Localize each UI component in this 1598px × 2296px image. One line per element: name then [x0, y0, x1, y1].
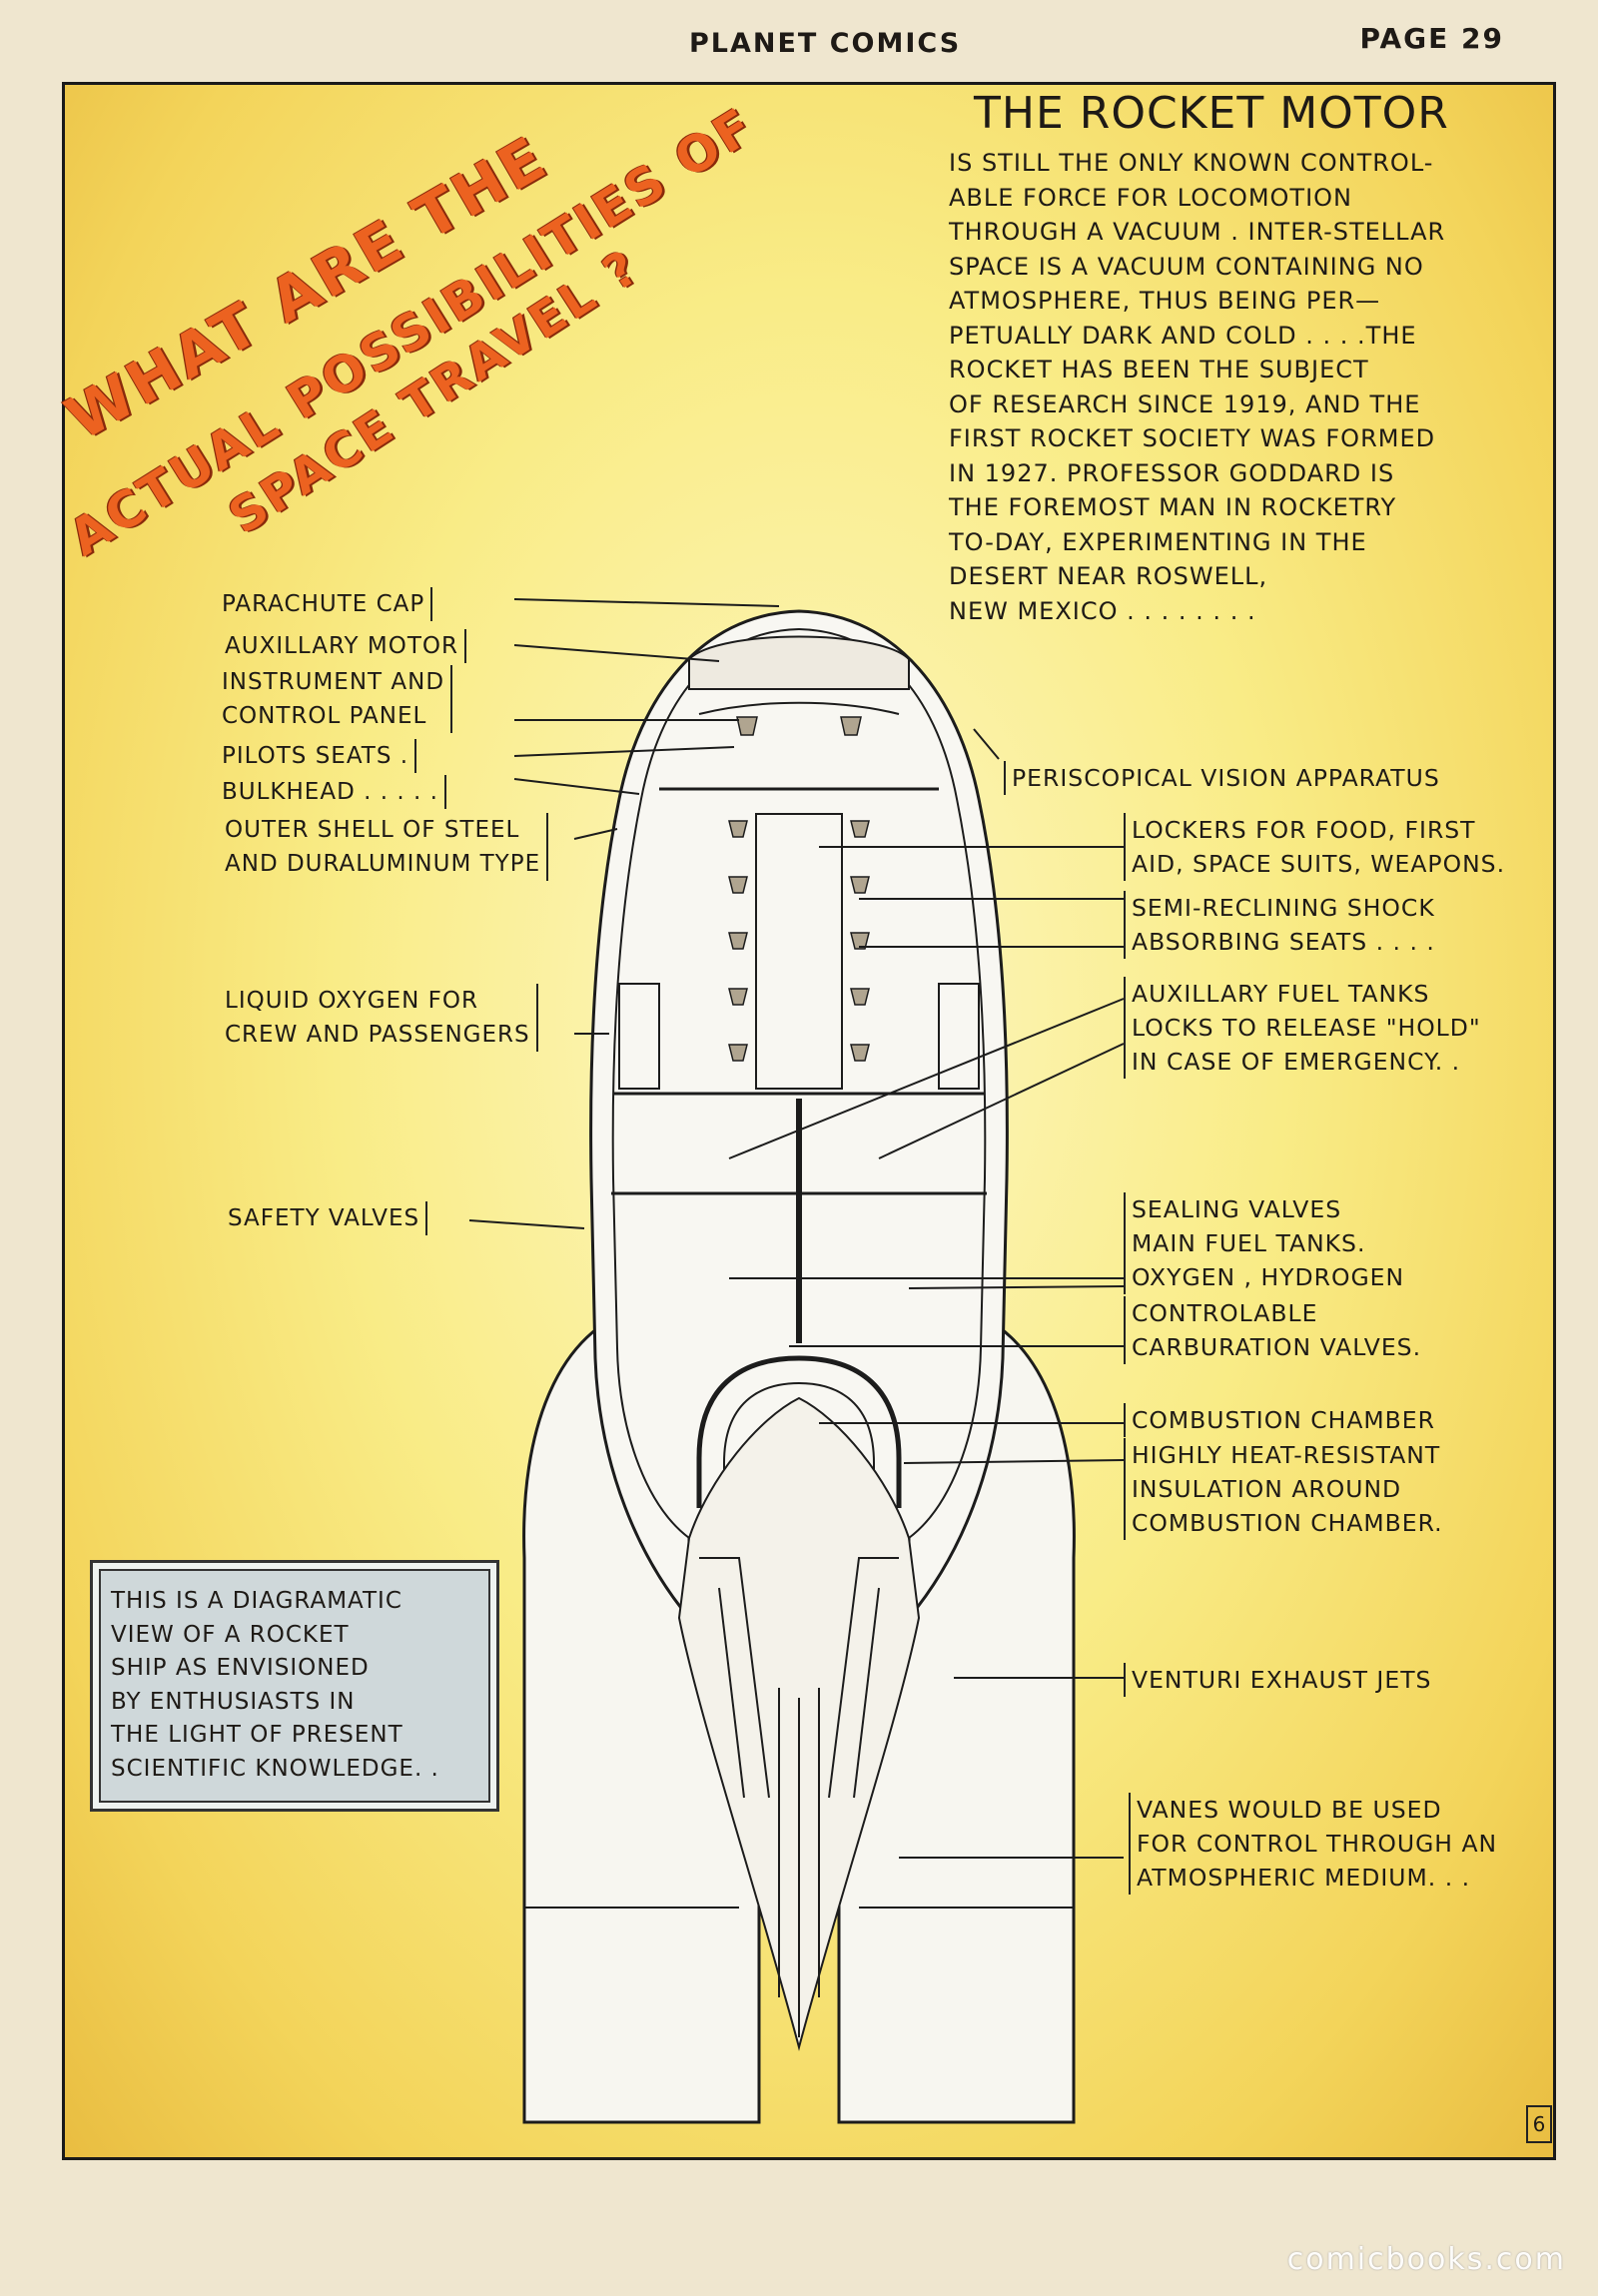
page-number: PAGE 29 — [1359, 22, 1504, 55]
label-seats: SEMI-RECLINING SHOCK ABSORBING SEATS . .… — [1124, 891, 1435, 959]
label-liquid-oxygen: LIQUID OXYGEN FOR CREW AND PASSENGERS — [225, 984, 538, 1052]
label-venturi: VENTURI EXHAUST JETS — [1124, 1663, 1431, 1697]
label-periscope: PERISCOPICAL VISION APPARATUS — [1004, 761, 1440, 795]
watermark: comicbooks.com — [1286, 2242, 1566, 2277]
label-auxillary-motor: AUXILLARY MOTOR — [225, 629, 466, 663]
label-carburation: CONTROLABLE CARBURATION VALVES. — [1124, 1296, 1421, 1364]
label-outer-shell: OUTER SHELL OF STEEL AND DURALUMINUM TYP… — [225, 813, 549, 881]
article-body: IS STILL THE ONLY KNOWN CONTROL- ABLE FO… — [949, 149, 1446, 625]
article-title: THE ROCKET MOTOR — [974, 88, 1449, 139]
headline: WHAT ARE THE ACTUAL POSSIBILITIES OF SPA… — [55, 85, 959, 604]
caption-box: THIS IS A DIAGRAMATIC VIEW OF A ROCKET S… — [90, 1560, 499, 1812]
combustion-chamber — [696, 1355, 902, 1508]
page-header: PLANET COMICS PAGE 29 — [0, 22, 1598, 62]
label-main-fuel: MAIN FUEL TANKS. OXYGEN , HYDROGEN — [1124, 1226, 1404, 1294]
label-safety-valves: SAFETY VALVES — [228, 1201, 428, 1235]
label-auxillary-fuel: AUXILLARY FUEL TANKS LOCKS TO RELEASE "H… — [1124, 977, 1481, 1079]
caption-text: THIS IS A DIAGRAMATIC VIEW OF A ROCKET S… — [111, 1588, 439, 1782]
label-pilots-seats: PILOTS SEATS . — [222, 739, 417, 773]
label-combustion-chamber: COMBUSTION CHAMBER — [1124, 1403, 1435, 1437]
magazine-title: PLANET COMICS — [689, 28, 962, 59]
panel-number: 6 — [1526, 2105, 1552, 2143]
label-sealing-valves: SEALING VALVES — [1124, 1192, 1341, 1226]
label-instrument-panel: INSTRUMENT AND CONTROL PANEL — [222, 665, 453, 733]
label-parachute-cap: PARACHUTE CAP — [222, 587, 433, 621]
label-bulkhead: BULKHEAD . . . . . — [222, 775, 446, 809]
label-insulation: HIGHLY HEAT-RESISTANT INSULATION AROUND … — [1124, 1438, 1443, 1540]
label-lockers: LOCKERS FOR FOOD, FIRST AID, SPACE SUITS… — [1124, 813, 1505, 881]
label-vanes: VANES WOULD BE USED FOR CONTROL THROUGH … — [1129, 1793, 1497, 1895]
exhaust-jets — [677, 1396, 921, 2051]
